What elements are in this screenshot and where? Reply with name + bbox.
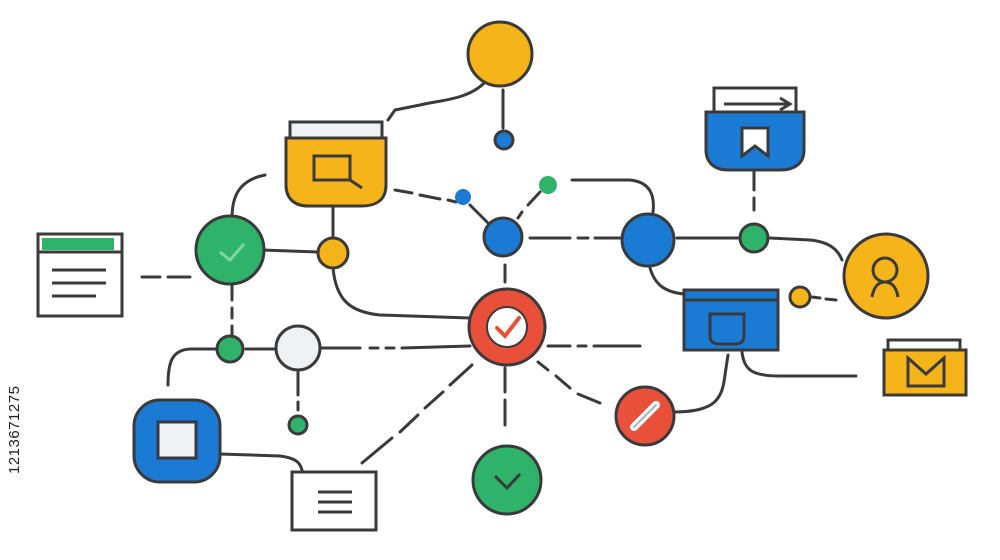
connector-square-to-doc (218, 452, 304, 472)
square-button-icon (132, 398, 222, 484)
blue-dot-small (455, 189, 471, 205)
blue-node-center (482, 216, 524, 258)
blue-node-right (620, 212, 676, 268)
check-icon (467, 287, 547, 367)
connector-bluedot-to-blue (468, 203, 492, 227)
top-yellow-node (466, 20, 534, 88)
check-bottom-icon (471, 444, 543, 516)
green-dot-left-row (215, 334, 245, 364)
green-dot-small-top (539, 176, 557, 194)
connector-check-to-doc (360, 363, 474, 465)
connector-folder-to-green (230, 173, 267, 220)
image-id-label: 1213671275 (6, 385, 23, 475)
connector-greendot-to-user (768, 236, 844, 262)
connector-row-to-square (166, 347, 217, 387)
connector-arc-to-blue2 (570, 178, 655, 214)
folder-icon (284, 120, 388, 208)
connector-top-to-folder (386, 78, 489, 122)
inbox-tray-icon (704, 86, 806, 172)
connector-folder-to-blue-dot (393, 188, 458, 204)
connector-green-dot-to-blue (516, 190, 542, 220)
document-bottom-icon (290, 470, 378, 532)
green-dot-right (738, 222, 770, 254)
document-icon (36, 232, 124, 318)
connector-green-to-yellow (260, 248, 320, 254)
connector-white-to-check (318, 344, 472, 350)
green-node-left (194, 214, 266, 286)
green-dot-small (287, 414, 309, 436)
top-blue-dot (493, 129, 515, 151)
yellow-dot-right (788, 285, 812, 309)
envelope-icon (882, 338, 968, 397)
yellow-dot-left (316, 236, 350, 270)
window-icon (682, 288, 780, 352)
connector-forbidden-to-window (670, 353, 730, 414)
connector-ydot-to-user (810, 295, 838, 302)
white-node (274, 324, 322, 372)
user-icon (842, 232, 930, 320)
no-entry-icon (614, 385, 676, 447)
connector-window-to-envelope (740, 350, 858, 378)
connectors (140, 78, 858, 472)
connector-yellow-to-check (331, 266, 472, 320)
connector-check-to-forbidden (536, 360, 602, 405)
connector-blue2-to-window (648, 266, 686, 296)
